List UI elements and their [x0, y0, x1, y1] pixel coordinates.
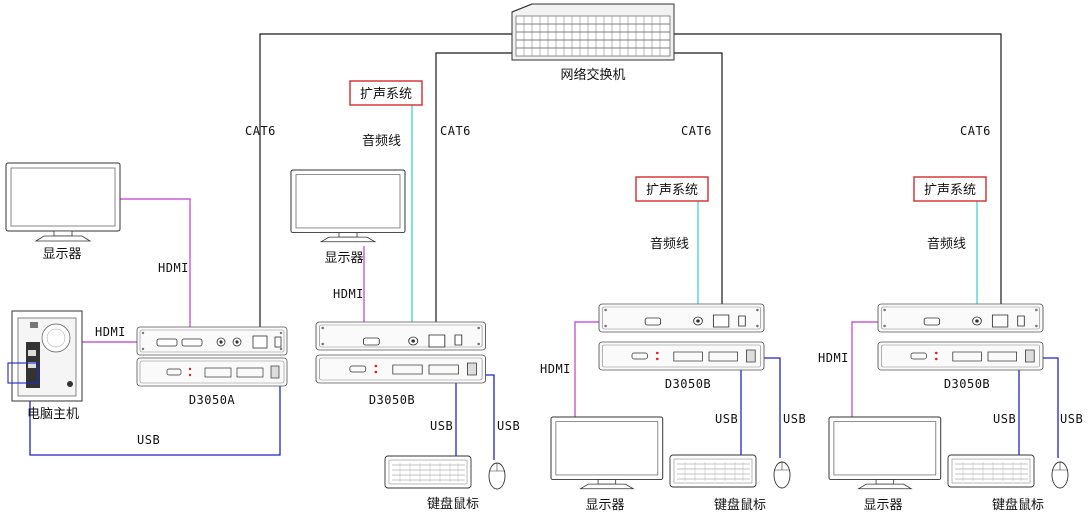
- cat6-cable-rx2: [674, 52, 723, 322]
- speaker-system-rx3: 扩声系统: [913, 176, 987, 202]
- device-label-rx2: D3050B: [665, 377, 711, 391]
- extender-rx1-front: [315, 321, 487, 351]
- keyboard-mouse-rx1: [384, 455, 506, 490]
- monitor-label-rx3: 显示器: [863, 498, 902, 513]
- usb-cable-rx1-mouse: [462, 374, 495, 460]
- cat6-label-rx2: CAT6: [681, 124, 712, 138]
- monitor-rx2: [550, 416, 664, 490]
- extender-rx3-rear: [877, 341, 1044, 371]
- cat6-label-rx1: CAT6: [440, 124, 471, 138]
- cat6-cable-tx: [259, 33, 512, 337]
- monitor-rx1: [290, 169, 406, 243]
- device-label-rx1: D3050B: [369, 393, 415, 407]
- speaker-label-rx3: 扩声系统: [924, 183, 976, 198]
- device-label-tx: D3050A: [189, 393, 236, 407]
- extender-rx3-front: [877, 303, 1044, 333]
- keyboard-mouse-label-rx3: 键盘鼠标: [992, 497, 1044, 513]
- hdmi-cable-monitor-tx: [120, 198, 191, 340]
- pc-label: 电脑主机: [27, 407, 79, 422]
- keyboard-mouse-rx2: [669, 454, 791, 489]
- switch-label: 网络交换机: [560, 67, 625, 83]
- cat6-cable-rx1: [435, 52, 512, 340]
- network-switch: [511, 3, 675, 61]
- usb-cable-rx3-mouse: [1025, 357, 1059, 458]
- usb-label-rx2-mouse: USB: [783, 412, 806, 426]
- speaker-label-rx1: 扩声系统: [360, 87, 412, 102]
- cat6-label-tx: CAT6: [245, 124, 276, 138]
- hdmi-label-pc-tx: HDMI: [95, 325, 126, 339]
- monitor-label-rx2: 显示器: [585, 498, 624, 513]
- usb-label-rx2-keyboard: USB: [715, 412, 738, 426]
- cat6-label-rx3: CAT6: [960, 124, 991, 138]
- extender-tx-rear: [136, 357, 288, 387]
- hdmi-label-monitor-tx: HDMI: [158, 261, 189, 275]
- device-label-rx3: D3050B: [944, 377, 990, 391]
- hdmi-label-rx1: HDMI: [333, 287, 364, 301]
- hdmi-label-rx3: HDMI: [818, 351, 849, 365]
- usb-cable-rx2-mouse: [747, 357, 781, 458]
- extender-rx2-front: [598, 303, 765, 333]
- extender-rx1-rear: [315, 354, 487, 384]
- extender-rx2-rear: [598, 341, 765, 371]
- audio-label-rx2: 音频线: [650, 236, 689, 252]
- hdmi-label-rx2: HDMI: [540, 362, 571, 376]
- audio-label-rx3: 音频线: [927, 236, 966, 252]
- keyboard-mouse-label-rx1: 键盘鼠标: [427, 496, 479, 512]
- keyboard-mouse-label-rx2: 键盘鼠标: [714, 497, 766, 513]
- speaker-label-rx2: 扩声系统: [646, 183, 698, 198]
- usb-cable-pc-tx: [29, 372, 281, 456]
- monitor-rx3: [828, 416, 942, 490]
- usb-label-rx3-keyboard: USB: [993, 412, 1016, 426]
- usb-label-rx3-mouse: USB: [1060, 412, 1083, 426]
- usb-label-pc: USB: [137, 433, 160, 447]
- monitor-label-tx: 显示器: [42, 247, 81, 262]
- monitor-label-rx1: 显示器: [324, 251, 363, 266]
- speaker-system-rx1: 扩声系统: [349, 80, 423, 106]
- keyboard-mouse-rx3: [947, 454, 1069, 489]
- usb-label-rx1-mouse: USB: [497, 419, 520, 433]
- speaker-system-rx2: 扩声系统: [635, 176, 709, 202]
- usb-label-rx1-keyboard: USB: [430, 419, 453, 433]
- extender-tx-front: [136, 326, 288, 356]
- cat6-cable-rx3: [674, 33, 1002, 322]
- pc-tower: [7, 310, 83, 402]
- monitor-tx: [5, 162, 121, 242]
- audio-label-rx1: 音频线: [362, 133, 401, 149]
